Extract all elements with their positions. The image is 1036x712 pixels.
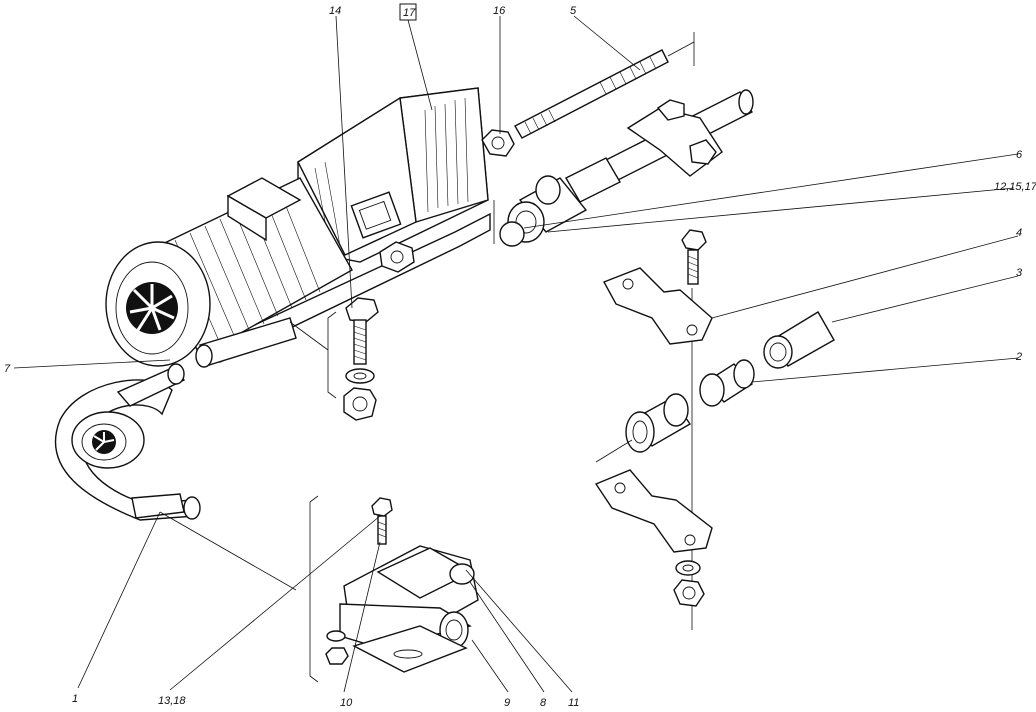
washer-nut-lower-right: [673, 560, 705, 607]
electric-motor: [105, 177, 353, 368]
shaft-assembly-6: [499, 89, 754, 247]
bushing-lower: [625, 393, 692, 453]
label-13-18: 13,18: [158, 695, 186, 707]
sleeve-3: [763, 311, 835, 369]
label-9: 9: [504, 697, 510, 709]
bushing-2: [699, 359, 755, 407]
part-labels: 14 17 16 5 6 12,15,17 4 3 2 7 1 13,18 10…: [4, 3, 1036, 709]
bolt-upper-right: [681, 229, 707, 285]
washer-nut-left: [325, 630, 349, 665]
label-12-15-17: 12,15,17: [994, 181, 1036, 193]
label-7: 7: [4, 363, 11, 375]
label-14: 14: [329, 5, 341, 17]
label-11: 11: [568, 697, 579, 709]
clamp-4: [603, 267, 713, 345]
nut-bracket: [379, 241, 415, 273]
label-1: 1: [72, 693, 78, 705]
clamp-block-8-9-11: [339, 545, 479, 673]
label-17-box: [399, 3, 417, 21]
clamp-lower: [594, 469, 713, 553]
label-4: 4: [1016, 227, 1022, 239]
label-8: 8: [540, 697, 547, 709]
screw-13-18: [371, 497, 393, 545]
nut-16: [481, 129, 515, 157]
label-10: 10: [340, 697, 353, 709]
label-3: 3: [1016, 267, 1023, 279]
leader-lines: [13, 15, 1019, 693]
bolt-14: [343, 297, 379, 421]
label-17: 17: [403, 7, 416, 19]
label-16: 16: [493, 5, 506, 17]
label-5: 5: [570, 5, 577, 17]
label-2: 2: [1015, 351, 1022, 363]
label-6: 6: [1016, 149, 1023, 161]
threaded-rod-5: [514, 32, 695, 139]
volute-pump-1: [54, 363, 201, 521]
